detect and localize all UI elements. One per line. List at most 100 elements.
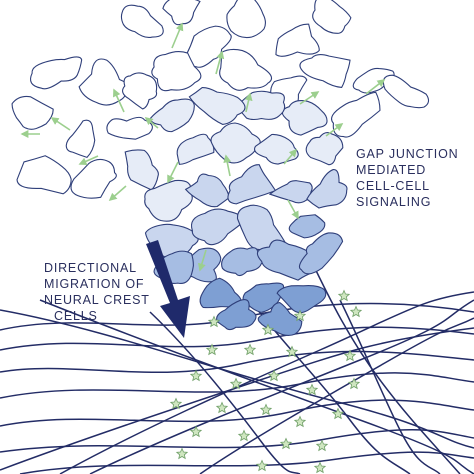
migration-line-1: DIRECTIONAL [44, 261, 137, 275]
matrix-fiber [39, 299, 474, 474]
neural-crest-cell [298, 232, 344, 275]
neural-crest-cell [106, 116, 153, 140]
neural-crest-cell [276, 285, 327, 314]
neural-crest-cell [210, 122, 261, 164]
matrix-fiber [19, 451, 474, 474]
matrix-star-marker [305, 383, 319, 396]
neural-crest-cell [312, 0, 352, 34]
signaling-arrow [167, 161, 179, 184]
gap-junction-line-1: GAP JUNCTION [356, 147, 459, 161]
matrix-star-marker [285, 345, 299, 358]
signaling-arrow [244, 92, 253, 113]
neural-crest-cell [65, 119, 96, 158]
signaling-arrow [144, 116, 159, 129]
matrix-star-marker [279, 437, 293, 450]
matrix-star-marker [169, 397, 183, 410]
signaling-arrows [20, 22, 386, 272]
neural-crest-cell [190, 208, 247, 246]
neural-crest-cell [124, 149, 159, 191]
signaling-arrow [108, 185, 127, 202]
migration-line-2: MIGRATION OF [44, 277, 145, 291]
neural-crest-cell [216, 299, 257, 331]
matrix-star-marker [347, 377, 361, 390]
neural-crest-cell [288, 214, 326, 239]
neural-crest-cell [188, 87, 246, 125]
signaling-arrow [113, 88, 125, 113]
matrix-star-marker [189, 369, 203, 382]
neural-crest-cell [306, 169, 348, 209]
matrix-fiber [0, 429, 474, 453]
signaling-arrow [223, 154, 232, 177]
matrix-star-marker [175, 447, 189, 460]
matrix-star-marker [215, 401, 229, 414]
matrix-fiber [199, 317, 474, 474]
signaling-arrow [283, 148, 298, 165]
directional-migration-label: DIRECTIONAL MIGRATION OF NEURAL CREST CE… [44, 260, 150, 324]
matrix-star-marker [315, 439, 329, 452]
gap-junction-label: GAP JUNCTION MEDIATED CELL-CELL SIGNALIN… [356, 146, 458, 210]
matrix-fiber [249, 299, 411, 474]
matrix-fiber [309, 257, 461, 474]
neural-crest-cell [219, 48, 273, 91]
neural-crest-cell [253, 133, 299, 165]
neural-crest-cell [275, 23, 320, 57]
matrix-fiber [0, 309, 474, 449]
neural-crest-cell [305, 132, 344, 166]
neural-crest-cell [199, 277, 242, 309]
migration-line-3: NEURAL CREST [44, 293, 150, 307]
neural-crest-cell [120, 4, 164, 39]
neural-crest-cell [226, 0, 266, 39]
matrix-star-marker [349, 305, 363, 318]
migration-direction-arrow-shape [146, 240, 190, 338]
matrix-star-marker [259, 403, 273, 416]
matrix-fiber [339, 299, 441, 474]
signaling-arrow [215, 50, 225, 75]
neural-crest-cell [11, 95, 54, 130]
migration-direction-arrow-icon [146, 240, 190, 338]
migration-line-4: CELLS [54, 309, 98, 323]
neural-crest-cell [162, 0, 201, 26]
signaling-arrow [287, 199, 299, 220]
neural-crest-cell [151, 50, 202, 92]
neural-crest-cell [70, 158, 117, 199]
matrix-star-marker [255, 459, 269, 472]
matrix-star-marker [261, 323, 275, 336]
neural-crest-cell [122, 72, 158, 110]
matrix-star-marker [237, 429, 251, 442]
gap-junction-line-2: MEDIATED [356, 163, 427, 177]
matrix-fiber [59, 291, 474, 474]
matrix-fiber [0, 327, 474, 471]
neural-crest-cell [176, 133, 215, 165]
matrix-star-marker [343, 349, 357, 362]
neural-crest-cell [268, 180, 313, 204]
matrix-star-marker [267, 369, 281, 382]
matrix-star-marker [189, 425, 203, 438]
matrix-fiber [0, 350, 474, 374]
matrix-star-marker [205, 343, 219, 356]
matrix-star-marker [337, 289, 351, 302]
signaling-arrow [198, 249, 207, 272]
matrix-star-marker [331, 407, 345, 420]
signaling-arrow [325, 123, 344, 137]
gap-junction-line-4: SIGNALING [356, 195, 432, 209]
neural-crest-cell [184, 173, 230, 208]
matrix-star-marker [243, 343, 257, 356]
signaling-arrow [299, 91, 320, 105]
matrix-star-marker [313, 461, 327, 474]
signaling-arrow [50, 117, 71, 131]
matrix-fiber [0, 399, 474, 427]
signaling-arrow [365, 79, 386, 95]
neural-crest-cell [221, 247, 265, 277]
neural-crest-cell [331, 91, 381, 138]
matrix-star-markers [169, 289, 363, 474]
matrix-star-marker [229, 377, 243, 390]
neural-crest-cell [16, 155, 72, 195]
matrix-fiber [149, 311, 301, 474]
matrix-star-marker [207, 315, 221, 328]
gap-junction-line-3: CELL-CELL [356, 179, 430, 193]
matrix-star-marker [293, 415, 307, 428]
signaling-arrow [171, 22, 184, 49]
matrix-fiber [89, 299, 474, 474]
